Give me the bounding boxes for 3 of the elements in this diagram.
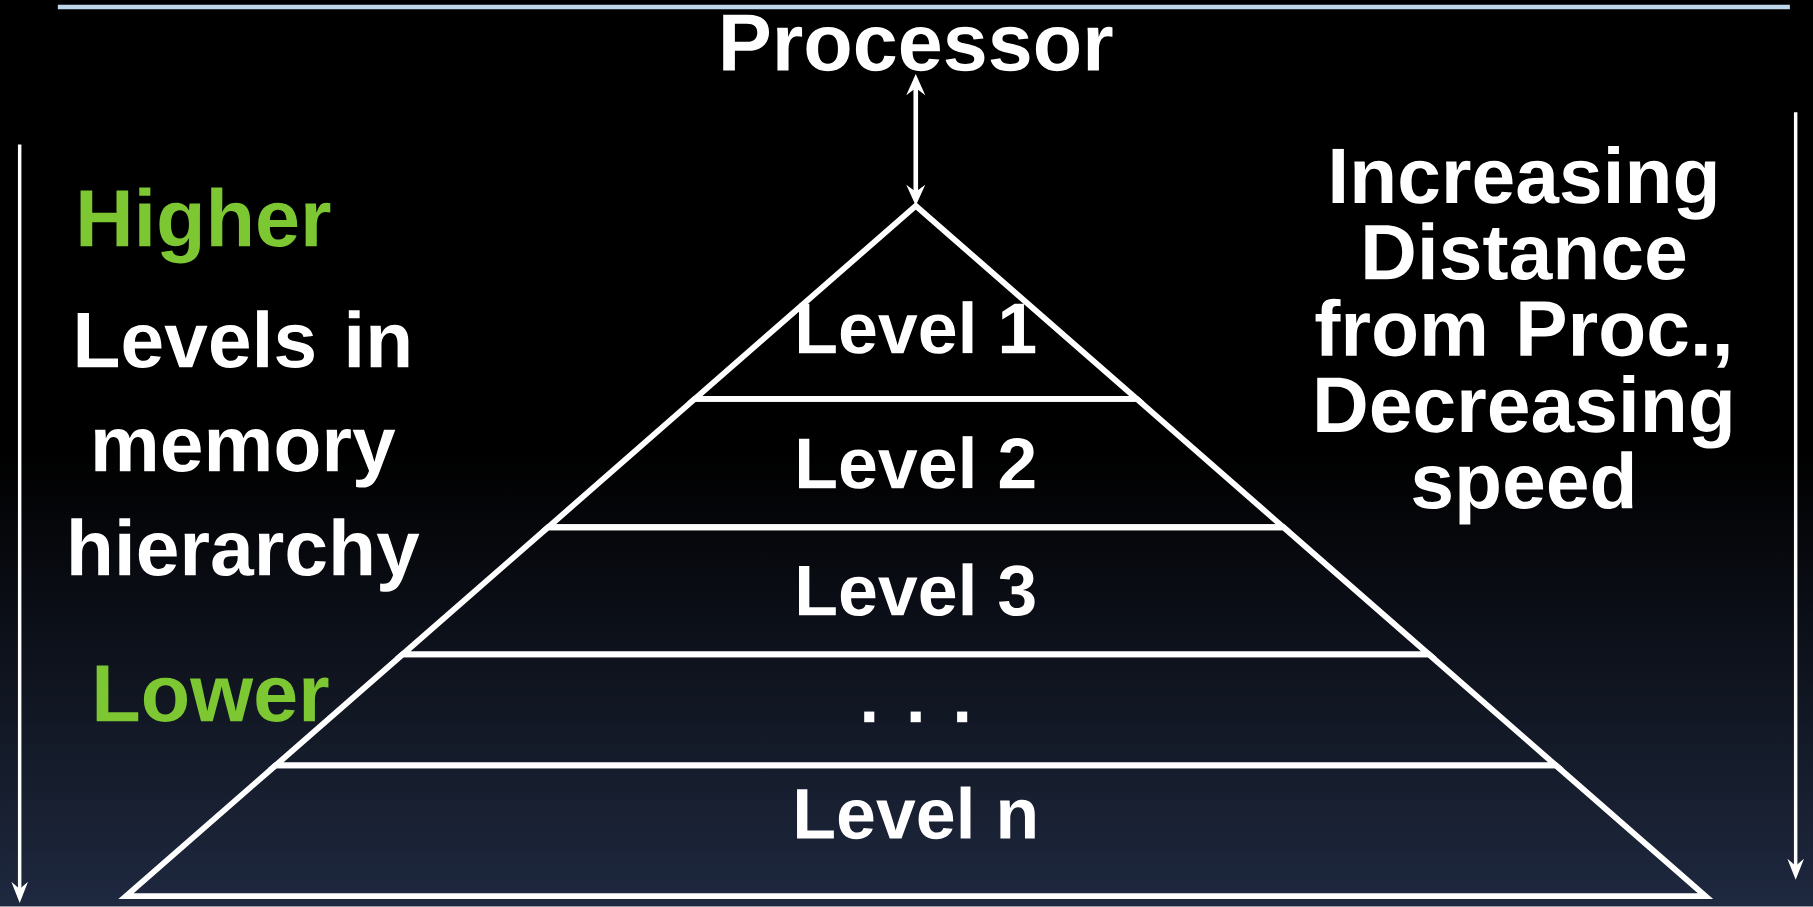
side-label: Increasing Distance from Proc., Decreasing speed	[1315, 146, 1731, 525]
processor-label: Processor	[723, 15, 1113, 72]
side-label: Higher	[80, 187, 331, 264]
